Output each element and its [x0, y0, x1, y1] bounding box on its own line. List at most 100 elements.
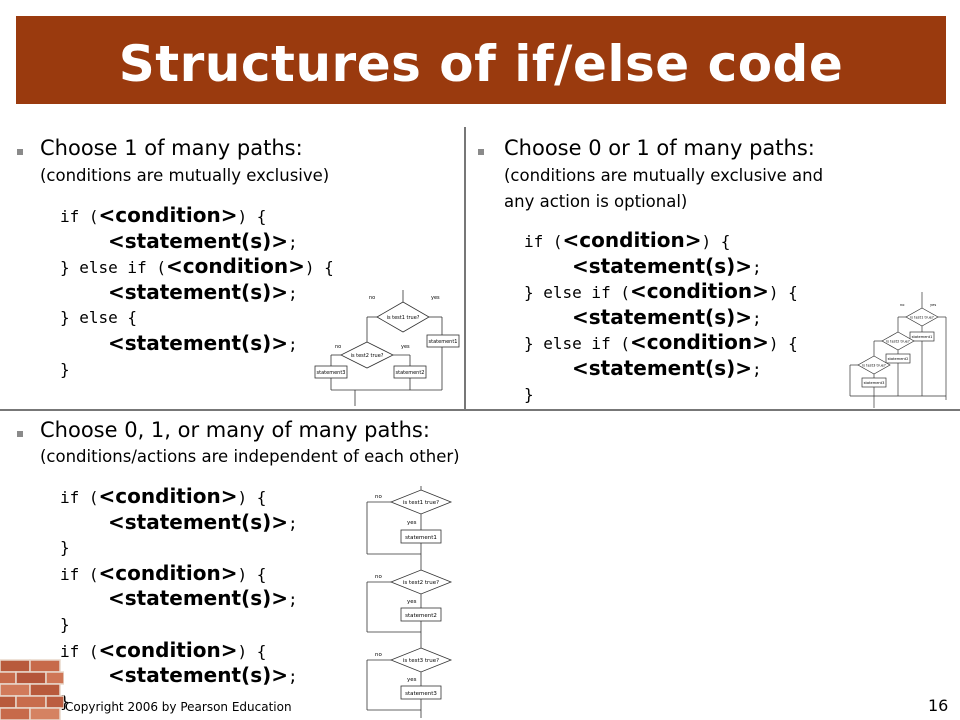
code-brace: } [60, 538, 70, 558]
code-line: <statement(s)>; [60, 229, 334, 255]
code-statement: <statement(s)> [108, 586, 288, 611]
code-statement: <statement(s)> [108, 279, 288, 304]
bullet-section1 [17, 149, 23, 155]
flow-no-label: no [900, 303, 904, 307]
code-condition: <condition> [98, 203, 238, 227]
code-semicolon: ; [752, 308, 762, 328]
code-semicolon: ; [288, 590, 298, 610]
section2-subtext-line2: any action is optional) [504, 192, 688, 211]
code-line: <statement(s)>; [524, 254, 798, 280]
flow-statement1: statement1 [405, 535, 437, 541]
flow-statement2: statement2 [396, 370, 425, 376]
bullet-section3 [17, 431, 23, 437]
flow-test3: is test3 true? [862, 364, 886, 368]
section3-heading: Choose 0, 1, or many of many paths: [40, 418, 430, 442]
section1-heading: Choose 1 of many paths: [40, 136, 303, 160]
flow-yes-label: yes [407, 520, 417, 526]
code-condition: <condition> [98, 484, 238, 508]
flow-test2: is test2 true? [403, 580, 439, 586]
code-condition: <condition> [629, 279, 769, 304]
code-keyword: if ( [524, 232, 563, 251]
flow-test1: is test1 true? [910, 316, 934, 320]
code-keyword: if ( [60, 207, 99, 226]
title-bar: Structures of if/else code [16, 16, 946, 104]
code-statement: <statement(s)> [108, 228, 288, 253]
code-brace: ) { [304, 258, 334, 278]
flowchart-3: no is test1 true? yes statement1 no is t… [366, 486, 453, 718]
code-line: <statement(s)>; [60, 280, 334, 306]
code-line: } [60, 689, 298, 715]
code-keyword: } else { [60, 308, 138, 328]
flow-test1: is test1 true? [403, 500, 439, 506]
flow-statement3: statement3 [317, 370, 346, 376]
code-line: if (<condition>) { [60, 484, 298, 510]
code-line: <statement(s)>; [60, 331, 334, 357]
flow-yes-label: yes [401, 344, 410, 350]
flow-yes-label: yes [431, 295, 440, 301]
code-brace: ) { [768, 283, 798, 303]
flow-statement3: statement3 [864, 381, 885, 385]
code-line: if (<condition>) { [60, 638, 298, 664]
flow-no-label: no [335, 344, 341, 350]
code-line: <statement(s)>; [524, 356, 798, 382]
code-statement: <statement(s)> [108, 330, 288, 355]
brick-wall-decoration [0, 659, 64, 720]
flow-no-label: no [369, 295, 375, 301]
code-line: if (<condition>) { [60, 203, 334, 229]
code-brace: } [524, 384, 534, 404]
code-keyword: if ( [60, 488, 99, 507]
code-semicolon: ; [288, 513, 298, 533]
code-line: if (<condition>) { [524, 228, 798, 254]
flow-statement2: statement2 [888, 357, 909, 361]
code-line: } [60, 535, 298, 561]
section2-code: if (<condition>) { <statement(s)>; } els… [524, 228, 798, 407]
code-semicolon: ; [288, 334, 298, 354]
code-semicolon: ; [288, 232, 298, 252]
flowchart-2: no yes is test1 true? statement1 is test… [849, 292, 947, 408]
page-number: 16 [928, 696, 949, 715]
flow-no-label: no [375, 652, 382, 658]
code-brace: } [60, 614, 70, 634]
code-statement: <statement(s)> [108, 509, 288, 534]
code-line: if (<condition>) { [60, 561, 298, 587]
bullet-section2 [478, 149, 484, 155]
code-line: } else if (<condition>) { [524, 279, 798, 305]
code-condition: <condition> [165, 254, 305, 279]
flow-test2: is test2 true? [351, 353, 384, 359]
code-brace: } [60, 691, 70, 711]
code-condition: <condition> [629, 330, 769, 355]
copyright-footer: Copyright 2006 by Pearson Education [65, 700, 292, 714]
code-line: <statement(s)>; [60, 510, 298, 536]
code-condition: <condition> [562, 228, 702, 252]
section1-subtext: (conditions are mutually exclusive) [40, 166, 330, 185]
code-semicolon: ; [288, 283, 298, 303]
section2-heading: Choose 0 or 1 of many paths: [504, 136, 815, 160]
flow-test2: is test2 true? [886, 340, 910, 344]
section2-subtext-line1: (conditions are mutually exclusive and [504, 166, 824, 185]
flow-test3: is test3 true? [403, 658, 439, 664]
code-line: } else { [60, 305, 334, 331]
slide-title: Structures of if/else code [118, 35, 844, 93]
flow-yes-label: yes [930, 303, 936, 307]
code-brace: ) { [237, 207, 267, 226]
flow-yes-label: yes [407, 677, 417, 683]
code-semicolon: ; [752, 359, 762, 379]
horizontal-divider [0, 409, 960, 411]
flow-statement3: statement3 [405, 691, 437, 697]
code-line: } [524, 382, 798, 408]
code-brace: } [60, 359, 70, 379]
code-condition: <condition> [98, 637, 238, 662]
code-statement: <statement(s)> [572, 355, 752, 380]
code-brace: ) { [237, 564, 267, 584]
code-line: } [60, 357, 334, 383]
code-brace: ) { [237, 641, 267, 661]
flowchart-1: no yes is test1 true? statement1 no yes … [314, 290, 460, 406]
code-line: } [60, 612, 298, 638]
code-keyword: if ( [60, 564, 99, 584]
code-statement: <statement(s)> [108, 663, 288, 688]
flow-statement1: statement1 [912, 335, 933, 339]
code-line: <statement(s)>; [524, 305, 798, 331]
code-statement: <statement(s)> [572, 304, 752, 329]
code-keyword: } else if ( [524, 334, 630, 354]
code-semicolon: ; [752, 257, 762, 277]
